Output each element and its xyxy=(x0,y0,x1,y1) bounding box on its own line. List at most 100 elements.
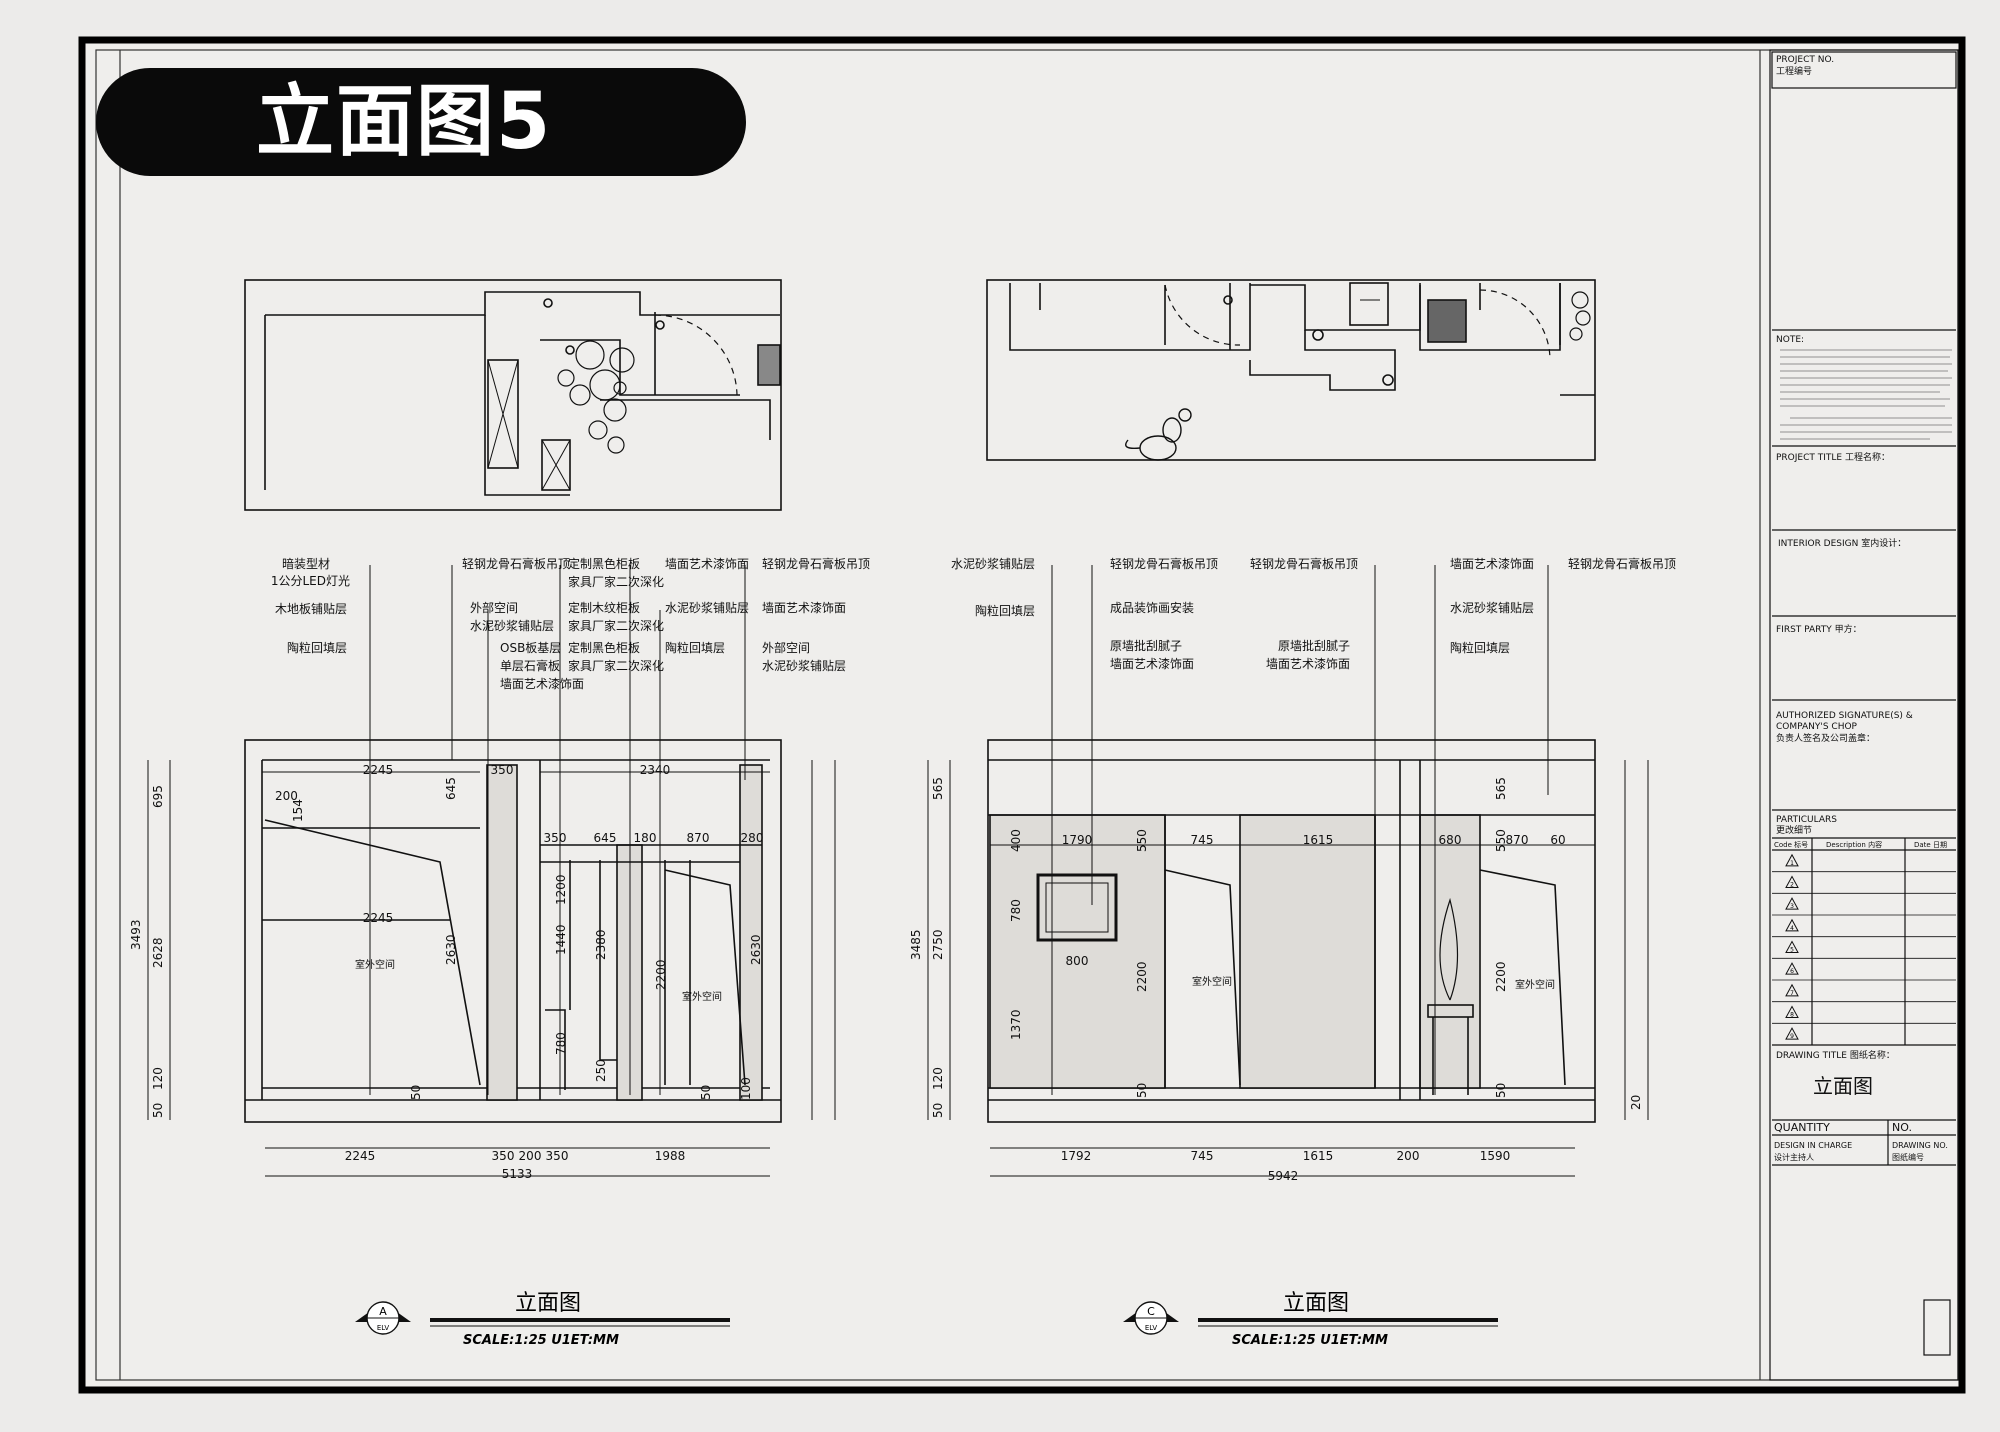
floor-plan-a xyxy=(244,279,782,511)
dim-c-inner-1: 1790 xyxy=(1062,833,1093,847)
interior-design-label: INTERIOR DESIGN 室内设计： xyxy=(1778,537,1906,549)
view-c-title: 立面图 xyxy=(1283,1291,1349,1316)
dim-c-inner-4: 680 xyxy=(1439,833,1462,847)
col-desc: Description 内容 xyxy=(1826,840,1882,849)
dim-a-v-6: 3493 xyxy=(129,919,143,950)
revision-triangle-icon: 5 xyxy=(1785,940,1799,954)
callout-a-top-1: 轻钢龙骨石膏板吊顶 xyxy=(462,556,570,571)
view-title-c: C ELV 立面图 SCALE:1:25 U1ET:MM xyxy=(1123,1291,1498,1348)
plant-symbol xyxy=(557,340,635,454)
dim-c-v-6: 400 xyxy=(1009,829,1023,852)
callout-a-top-6: 墙面艺术漆饰面 xyxy=(500,677,584,691)
dim-a-v-16: 250 xyxy=(594,1059,608,1082)
dim-a-v-7: 120 xyxy=(151,1067,165,1090)
elevation-c xyxy=(987,739,1596,1123)
cat-sketch xyxy=(1125,408,1192,461)
view-a-title: 立面图 xyxy=(515,1291,581,1316)
authorized-label: AUTHORIZED SIGNATURE(S) & xyxy=(1776,711,1913,721)
callout-c-9: 墙面艺术漆饰面 xyxy=(1266,657,1350,671)
revision-mark-number: 8 xyxy=(1790,1012,1794,1019)
dim-c-v-8: 1370 xyxy=(1009,1009,1023,1040)
dim-a-v-15: 780 xyxy=(554,1032,568,1055)
plant-symbol-c xyxy=(1569,291,1591,341)
callout-a-top-16: 轻钢龙骨石膏板吊顶 xyxy=(762,556,870,571)
view-a-letter: A xyxy=(379,1305,387,1318)
dim-a-v-17: 50 xyxy=(409,1085,423,1100)
project-title-label: PROJECT TITLE 工程名称： xyxy=(1776,451,1890,463)
dim-a-v-14: 2630 xyxy=(749,934,763,965)
dim-c-bottom-3: 1615 xyxy=(1303,1149,1334,1163)
dim-c-v-16: 20 xyxy=(1629,1095,1643,1110)
dim-a-v-10: 1440 xyxy=(554,924,568,955)
callout-a-top-11: 定制黑色柜板 xyxy=(568,640,640,655)
elevation-c-dims xyxy=(927,760,1649,1177)
callout-c-7: 轻钢龙骨石膏板吊顶 xyxy=(1250,556,1358,571)
callout-c-11: 水泥砂浆铺贴层 xyxy=(1450,600,1534,615)
dim-c-v-13: 550 xyxy=(1494,829,1508,852)
dim-a-top-3: 2340 xyxy=(640,763,671,777)
title-banner: 立面图5 xyxy=(96,68,746,176)
callout-a-top-3: 水泥砂浆铺贴层 xyxy=(470,618,554,633)
callout-a-top-9: 定制木纹柜板 xyxy=(568,600,640,615)
title-block xyxy=(1769,49,1959,1381)
floor-plan-c xyxy=(986,279,1596,461)
revision-triangle-icon: 4 xyxy=(1785,918,1799,932)
callout-a-top-14: 水泥砂浆铺贴层 xyxy=(665,600,749,615)
dim-a-v-4: 695 xyxy=(151,785,165,808)
note-text-lines xyxy=(1780,349,1952,440)
dim-c-v-3: 3485 xyxy=(909,929,923,960)
callout-a-left-4: 陶粒回填层 xyxy=(287,640,347,655)
revision-triangle-icon: 6 xyxy=(1785,962,1799,975)
dim-a-v-18: 50 xyxy=(699,1085,713,1100)
dim-a-v-8: 50 xyxy=(151,1103,165,1118)
revision-mark-number: 3 xyxy=(1790,903,1794,910)
first-party-label: FIRST PARTY 甲方： xyxy=(1776,623,1862,635)
revision-triangle-icon: 7 xyxy=(1785,983,1799,997)
col-date: Date 日期 xyxy=(1914,841,1947,849)
revision-triangle-icon: 2 xyxy=(1785,875,1799,889)
drawing-name: 立面图 xyxy=(1813,1074,1873,1098)
no-label: NO. xyxy=(1892,1121,1912,1134)
revision-mark-number: 7 xyxy=(1790,990,1794,997)
drawing-no-label: DRAWING NO. xyxy=(1892,1141,1948,1150)
room-label-c-2: 室外空间 xyxy=(1515,978,1555,991)
company-chop-label: COMPANY'S CHOP xyxy=(1776,722,1858,732)
view-c-letter: C xyxy=(1147,1305,1155,1318)
callout-c-2: 陶粒回填层 xyxy=(975,603,1035,618)
revision-mark-number: 4 xyxy=(1790,925,1794,932)
callout-c-1: 水泥砂浆铺贴层 xyxy=(951,556,1035,571)
view-a-scale: SCALE:1:25 U1ET:MM xyxy=(463,1333,619,1348)
dim-c-v-5: 50 xyxy=(931,1103,945,1118)
revision-mark-number: 9 xyxy=(1790,1033,1794,1040)
dim-a-inner-2: 350 xyxy=(544,831,567,845)
callout-c-6: 墙面艺术漆饰面 xyxy=(1110,657,1194,671)
revision-rows xyxy=(1772,871,1956,1046)
dim-c-v-15: 50 xyxy=(1494,1083,1508,1098)
callouts-a: 暗装型材 1公分LED灯光 木地板铺贴层 陶粒回填层 轻钢龙骨石膏板吊顶 外部空… xyxy=(271,556,870,691)
revision-mark-number: 1 xyxy=(1790,860,1794,867)
callout-c-4: 成品装饰画安装 xyxy=(1110,600,1194,615)
dim-c-v-1: 565 xyxy=(931,777,945,800)
dim-c-total: 5942 xyxy=(1268,1169,1299,1183)
callout-a-top-13: 墙面艺术漆饰面 xyxy=(665,557,749,571)
callout-a-top-17: 墙面艺术漆饰面 xyxy=(762,601,846,615)
dim-c-v-2: 2750 xyxy=(931,929,945,960)
revision-mark-number: 6 xyxy=(1790,968,1794,975)
dim-a-v-11: 2380 xyxy=(594,929,608,960)
dims-c: 1790 745 1615 680 870 60 800 565 2750 34… xyxy=(909,777,1643,1183)
callout-c-8: 原墙批刮腻子 xyxy=(1278,638,1350,653)
dim-c-inner-6: 60 xyxy=(1550,833,1565,847)
view-a-sub: ELV xyxy=(377,1324,390,1332)
dim-a-bottom-2: 350 xyxy=(492,1149,515,1163)
callout-a-top-18: 外部空间 xyxy=(762,640,810,655)
view-title-a: A ELV 立面图 SCALE:1:25 U1ET:MM xyxy=(355,1291,730,1348)
dim-a-v-2: 154 xyxy=(291,799,305,822)
authorized-cn-label: 负责人签名及公司盖章： xyxy=(1776,732,1875,744)
dim-a-top-1: 2245 xyxy=(363,763,394,777)
callout-a-top-2: 外部空间 xyxy=(470,600,518,615)
room-label-a-1: 室外空间 xyxy=(355,958,395,971)
dim-a-total: 5133 xyxy=(502,1167,533,1181)
revision-triangle-icon: 3 xyxy=(1785,897,1799,910)
dim-a-bottom-4: 350 xyxy=(546,1149,569,1163)
